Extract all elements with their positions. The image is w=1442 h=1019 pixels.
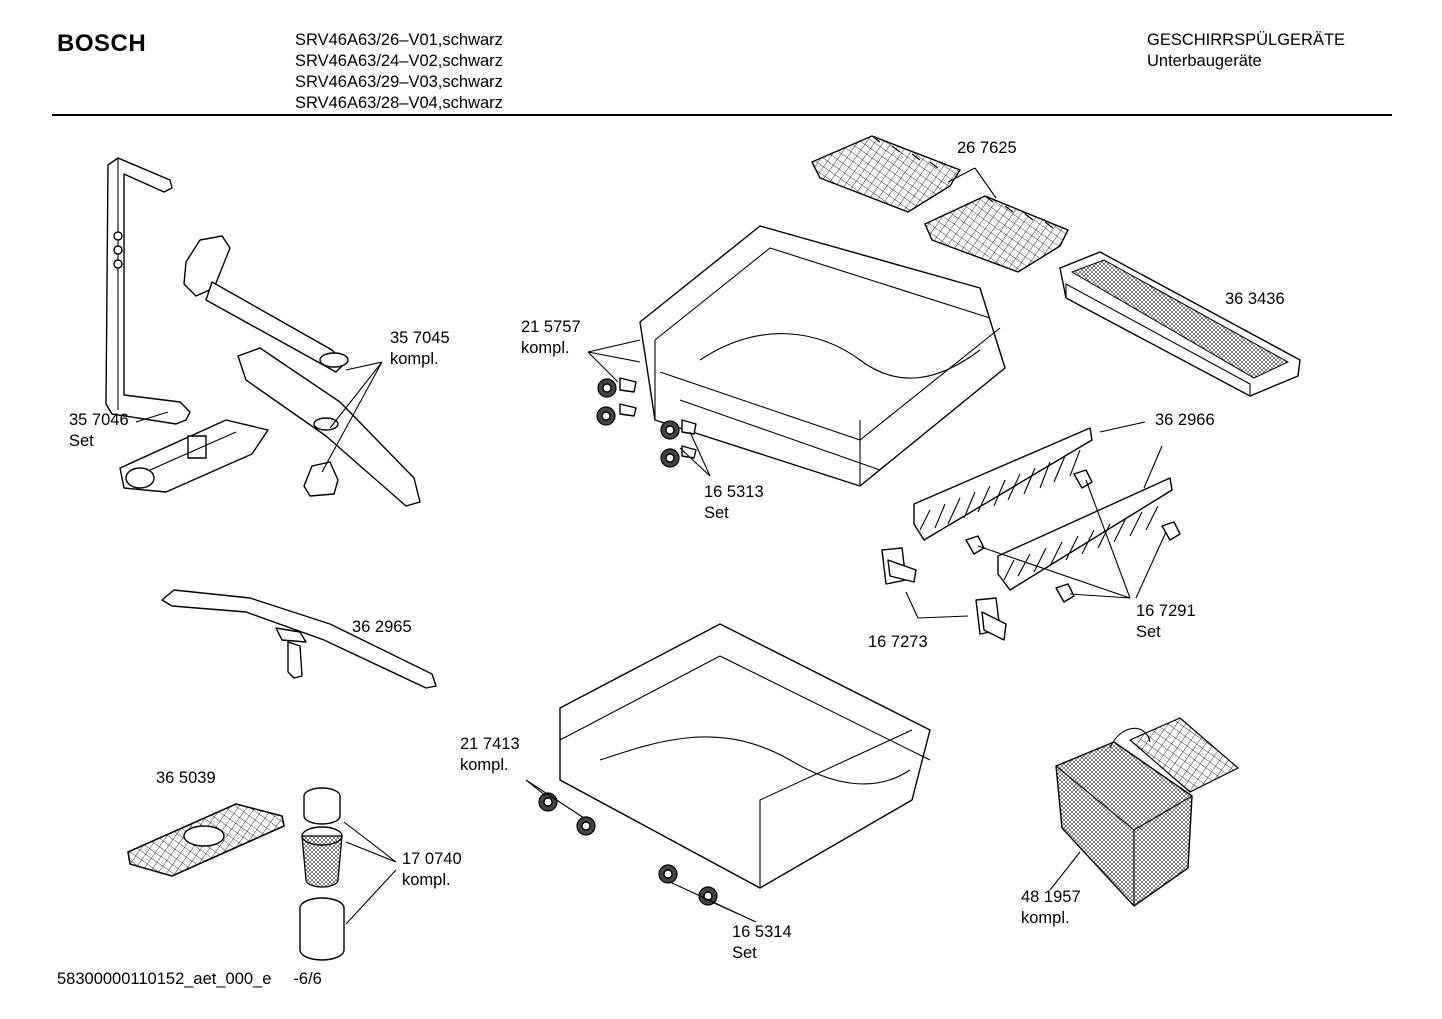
part-number: 17 0740 — [402, 850, 462, 868]
part-label-170740: 17 0740 kompl. — [402, 849, 462, 891]
part-number: 16 7273 — [868, 633, 928, 651]
document-id: 58300000110152_aet_000_e — [57, 970, 272, 988]
header-divider — [52, 114, 1392, 116]
part-label-357046: 35 7046 Set — [69, 410, 129, 452]
cutlery-basket — [1055, 717, 1240, 907]
part-label-165314: 16 5314 Set — [732, 922, 792, 964]
upper-basket-wheels — [596, 377, 697, 468]
part-note: Set — [732, 944, 757, 962]
part-note: kompl. — [460, 756, 509, 774]
part-label-362966: 36 2966 — [1155, 410, 1215, 431]
brand-logo: BOSCH — [57, 30, 147, 57]
part-note: kompl. — [1021, 909, 1070, 927]
part-label-357045: 35 7045 kompl. — [390, 328, 450, 370]
lower-basket-wheels — [538, 792, 718, 906]
part-label-215757: 21 5757 kompl. — [521, 317, 581, 359]
part-note: kompl. — [402, 871, 451, 889]
category-subtitle: Unterbaugeräte — [1147, 52, 1262, 70]
model-line: SRV46A63/28–V04,schwarz — [295, 94, 503, 112]
model-list: SRV46A63/26–V01,schwarz SRV46A63/24–V02,… — [295, 30, 503, 114]
part-note: kompl. — [521, 339, 570, 357]
part-number: 35 7045 — [390, 329, 450, 347]
part-number: 26 7625 — [957, 139, 1017, 157]
filter-housing — [119, 419, 269, 493]
model-line: SRV46A63/26–V01,schwarz — [295, 31, 503, 49]
flat-filter — [127, 803, 285, 877]
tine-racks — [913, 427, 1173, 591]
rack-brackets — [881, 547, 1007, 641]
part-label-363436: 36 3436 — [1225, 289, 1285, 310]
upper-basket — [639, 225, 1006, 487]
part-label-167273: 16 7273 — [868, 632, 928, 653]
part-note: kompl. — [390, 350, 439, 368]
part-note: Set — [704, 504, 729, 522]
part-number: 21 7413 — [460, 735, 520, 753]
part-number: 16 5314 — [732, 923, 792, 941]
model-line: SRV46A63/29–V03,schwarz — [295, 73, 503, 91]
part-number: 36 2966 — [1155, 411, 1215, 429]
part-label-481957: 48 1957 kompl. — [1021, 887, 1081, 929]
part-label-167291: 16 7291 Set — [1136, 601, 1196, 643]
part-note: Set — [1136, 623, 1161, 641]
upper-spray-assembly — [183, 235, 421, 507]
part-label-217413: 21 7413 kompl. — [460, 734, 520, 776]
lower-basket — [559, 623, 931, 889]
leader-lines — [135, 167, 1167, 925]
part-number: 16 5313 — [704, 483, 764, 501]
appliance-category: GESCHIRRSPÜLGERÄTE Unterbaugeräte — [1147, 30, 1345, 72]
part-number: 48 1957 — [1021, 888, 1081, 906]
cutlery-tray — [1059, 251, 1301, 397]
part-number: 35 7046 — [69, 411, 129, 429]
part-number: 16 7291 — [1136, 602, 1196, 620]
document-footer: 58300000110152_aet_000_e -6/6 — [57, 970, 322, 989]
cup-shelves — [811, 135, 1069, 273]
page-indicator: -6/6 — [293, 970, 322, 988]
part-note: Set — [69, 432, 94, 450]
part-number: 36 2965 — [352, 618, 412, 636]
part-label-165313: 16 5313 Set — [704, 482, 764, 524]
part-number: 21 5757 — [521, 318, 581, 336]
part-label-365039: 36 5039 — [156, 768, 216, 789]
part-number: 36 3436 — [1225, 290, 1285, 308]
supply-pipe — [105, 157, 191, 425]
category-title: GESCHIRRSPÜLGERÄTE — [1147, 31, 1346, 49]
lower-spray-arm — [161, 589, 437, 689]
part-label-362965: 36 2965 — [352, 617, 412, 638]
part-label-267625: 26 7625 — [957, 138, 1017, 159]
filter-cylinders — [299, 787, 345, 961]
part-number: 36 5039 — [156, 769, 216, 787]
model-line: SRV46A63/24–V02,schwarz — [295, 52, 503, 70]
